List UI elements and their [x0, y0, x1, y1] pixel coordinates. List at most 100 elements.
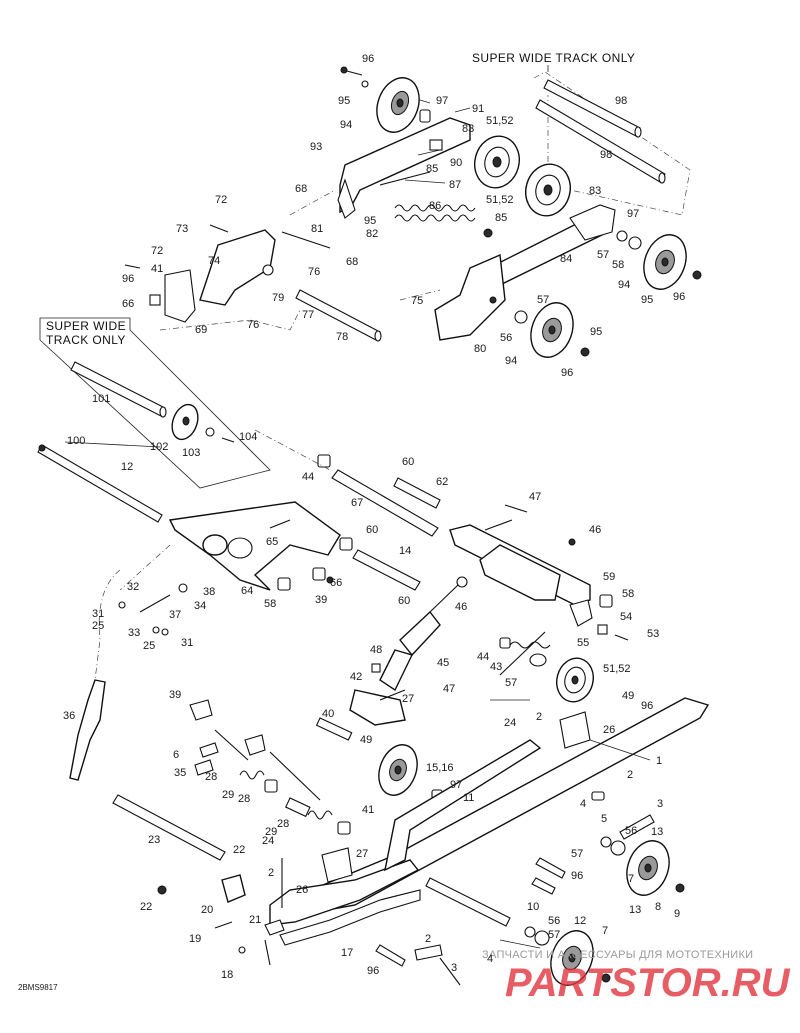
pivot-bracket-39: [189, 699, 266, 776]
rear-arm-59: [449, 504, 613, 608]
washer-95: [361, 80, 369, 88]
callout-40: 40: [322, 708, 334, 720]
slide-rail-1: [269, 697, 710, 946]
callout-32: 32: [127, 581, 139, 593]
callout-96: 96: [561, 367, 573, 379]
callout-43: 43: [490, 661, 502, 673]
front-a-arm: [168, 501, 341, 591]
callout-45: 45: [437, 657, 449, 669]
rear-wheel-7b: [524, 926, 611, 986]
callout-22: 22: [233, 844, 245, 856]
adjuster-spring-82: [394, 204, 493, 238]
callout-95: 95: [338, 95, 350, 107]
callout-33: 33: [128, 627, 140, 639]
lower-idler-wheel-94c: [514, 302, 590, 358]
bracket-26: [321, 711, 591, 883]
adjuster-rod-86: [379, 171, 431, 186]
callout-57: 57: [505, 677, 517, 689]
callout-47: 47: [443, 683, 455, 695]
callout-56: 56: [548, 915, 560, 927]
shaft-62: [317, 454, 441, 509]
callout-87: 87: [449, 179, 461, 191]
callout-10: 10: [527, 901, 539, 913]
callout-74: 74: [208, 255, 220, 267]
link-36: [69, 679, 106, 781]
leader-lines: [64, 65, 651, 949]
callout-102: 102: [150, 441, 168, 453]
callout-48: 48: [370, 644, 382, 656]
callout-41: 41: [362, 804, 374, 816]
callout-81: 81: [311, 223, 323, 235]
callout-12: 12: [574, 915, 586, 927]
callout-39: 39: [169, 689, 181, 701]
callout-47: 47: [529, 491, 541, 503]
callout-55: 55: [577, 637, 589, 649]
callout-58: 58: [612, 259, 624, 271]
callout-3: 3: [657, 798, 663, 810]
callout-36: 36: [63, 710, 75, 722]
callout-51-52: 51,52: [486, 115, 514, 127]
callout-15-16: 15,16: [426, 762, 454, 774]
front-mount-bracket: [149, 229, 276, 323]
callout-93: 93: [310, 141, 322, 153]
wheel-bolt-96: [340, 66, 363, 76]
callout-94: 94: [505, 355, 517, 367]
rocker-42: [315, 663, 406, 741]
callout-11: 11: [463, 792, 474, 804]
callout-65: 65: [266, 536, 278, 548]
watermark-logo: PARTSTOR.RU: [505, 961, 791, 1005]
callout-20: 20: [201, 904, 213, 916]
callout-96: 96: [571, 870, 583, 882]
callout-83: 83: [462, 123, 474, 135]
callout-3: 3: [451, 962, 457, 974]
callout-37: 37: [169, 609, 181, 621]
callout-64: 64: [241, 585, 253, 597]
callout-4: 4: [580, 798, 586, 810]
callout-44: 44: [477, 651, 489, 663]
center-idler-wheel: [474, 135, 520, 189]
drawing-code: 2BMS9817: [18, 983, 58, 992]
callout-95: 95: [641, 294, 653, 306]
callout-58: 58: [264, 598, 276, 610]
callout-29: 29: [265, 826, 277, 838]
callout-72: 72: [151, 245, 163, 257]
callout-66: 66: [122, 298, 134, 310]
callout-39: 39: [315, 594, 327, 606]
callout-44: 44: [302, 471, 314, 483]
bushing-97: [419, 109, 431, 123]
callout-35: 35: [174, 767, 186, 779]
callout-18: 18: [221, 969, 233, 981]
callout-103: 103: [182, 447, 200, 459]
callout-56: 56: [500, 332, 512, 344]
callout-75: 75: [411, 295, 423, 307]
shaft-23: [112, 794, 226, 861]
bolt-17: [375, 857, 566, 967]
callout-94: 94: [340, 119, 352, 131]
upper-idler-wheel: [376, 77, 420, 133]
callout-28: 28: [238, 793, 250, 805]
callout-101: 101: [92, 393, 110, 405]
callout-97: 97: [450, 779, 462, 791]
callout-7: 7: [628, 873, 634, 885]
callout-94: 94: [618, 279, 630, 291]
idler-shaft-98b: [535, 99, 666, 184]
callout-58: 58: [622, 588, 634, 600]
callout-57: 57: [597, 249, 609, 261]
callout-28: 28: [277, 818, 289, 830]
callout-80: 80: [474, 343, 486, 355]
callout-90: 90: [450, 157, 462, 169]
rear-suspension: [37, 429, 710, 986]
shaft-67: [331, 469, 439, 537]
callout-2: 2: [268, 867, 274, 879]
front-arm-right: [434, 204, 616, 341]
callout-29: 29: [222, 789, 234, 801]
callout-68: 68: [346, 256, 358, 268]
callout-85: 85: [426, 163, 438, 175]
callout-76: 76: [308, 266, 320, 278]
callout-57: 57: [537, 294, 549, 306]
callout-73: 73: [176, 223, 188, 235]
callout-49: 49: [622, 690, 634, 702]
shaft-81: [281, 231, 331, 249]
rear-upper-idler-wheel: [616, 230, 702, 290]
